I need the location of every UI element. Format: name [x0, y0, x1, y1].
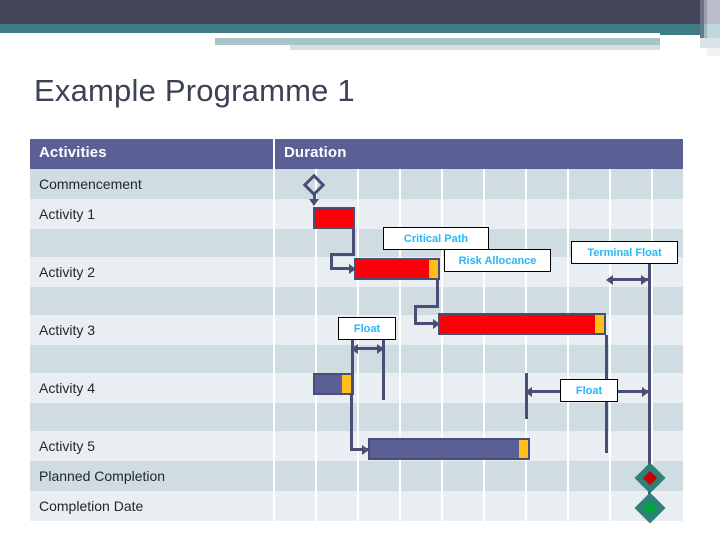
- header-right-stripe-2: [704, 0, 707, 26]
- header-teal-bar: [0, 24, 700, 35]
- connector-a1-a2-h2: [330, 267, 352, 270]
- connector-a4-a5-arrow-icon: [362, 445, 369, 455]
- table-row: [30, 199, 683, 229]
- page-title: Example Programme 1: [34, 73, 355, 108]
- float-a-right-mark: [382, 322, 385, 400]
- header-accent-white-3: [20, 38, 215, 45]
- header-right-stripe-6: [707, 24, 720, 38]
- header-right-stripe-4: [700, 24, 704, 38]
- callout-float-a[interactable]: Float: [338, 317, 396, 340]
- chart-gridline: [315, 169, 317, 524]
- column-header-activities: Activities: [30, 139, 273, 169]
- terminal-float-arrow-right-icon: [641, 275, 648, 285]
- connector-a1-a2-v1: [352, 229, 355, 256]
- bar-activity-5[interactable]: [368, 438, 530, 460]
- callout-terminal-float[interactable]: Terminal Float: [571, 241, 678, 264]
- terminal-float-right-mark: [648, 247, 651, 497]
- activity-label: Activity 2: [39, 264, 96, 280]
- column-header-duration-label: Duration: [284, 144, 347, 161]
- header-right-stripe-8: [707, 48, 720, 56]
- header-right-stripe-5: [704, 24, 707, 38]
- table-row: [30, 169, 683, 199]
- activity-label: Activity 5: [39, 438, 96, 454]
- bar-activity-5-float-tip: [519, 440, 528, 458]
- connector-a4-a5-v: [350, 395, 353, 451]
- float-a-left-mark: [351, 322, 354, 395]
- header-accent-white-4: [20, 45, 290, 50]
- chart-gridline: [609, 169, 611, 524]
- table-row: [30, 431, 683, 461]
- connector-a2-a3-arrow-icon: [433, 319, 440, 329]
- header-accent-teal-2: [215, 38, 660, 45]
- float-b-arrow-left-icon: [525, 387, 532, 397]
- activity-label: Activity 1: [39, 206, 96, 222]
- bar-activity-1[interactable]: [313, 207, 355, 229]
- chart-gridline: [525, 169, 527, 524]
- header-right-stripe-3: [707, 0, 720, 26]
- milestone-planned-completion-core: [642, 470, 658, 486]
- callout-critical-path[interactable]: Critical Path: [383, 227, 489, 250]
- header-right-stripe-1: [700, 0, 704, 30]
- connector-a1-a2-arrow-icon: [349, 264, 356, 274]
- activity-label: Activity 3: [39, 322, 96, 338]
- activity-label: Planned Completion: [39, 468, 166, 484]
- bar-activity-4[interactable]: [313, 373, 353, 395]
- header-accent-teal-5: [290, 45, 660, 50]
- table-row: [30, 403, 683, 431]
- terminal-float-arrow-line: [608, 278, 648, 281]
- header-accent-white-1: [215, 33, 660, 38]
- milestone-completion-date-core: [642, 500, 658, 516]
- float-b-arrow-right-icon: [642, 387, 649, 397]
- chart-gridline: [273, 169, 275, 524]
- connector-a1-a2-v2: [330, 253, 333, 270]
- activity-label: Completion Date: [39, 498, 144, 514]
- header-dark-bar: [0, 0, 700, 24]
- connector-a4-a5-h: [350, 448, 370, 451]
- float-a-arrow-left-icon: [351, 344, 358, 354]
- connector-a2-a3-v1: [436, 280, 439, 308]
- terminal-float-arrow-left-icon: [606, 275, 613, 285]
- column-header-activities-label: Activities: [39, 144, 107, 161]
- table-row: [30, 491, 683, 521]
- chart-gridline: [399, 169, 401, 524]
- column-header-duration: Duration: [275, 139, 683, 169]
- float-a-arrow-right-icon: [377, 344, 384, 354]
- connector-a2-a3-v2: [414, 305, 417, 325]
- table-row: [30, 287, 683, 315]
- chart-gridline: [567, 169, 569, 524]
- header-right-stripe-7: [700, 38, 720, 48]
- bar-activity-2-float-tip: [429, 260, 438, 278]
- chart-gridline: [483, 169, 485, 524]
- header-accent-white-2: [0, 33, 215, 37]
- connector-commencement-v: [313, 193, 316, 201]
- connector-a1-a2-h: [330, 253, 355, 256]
- chart-gridline: [441, 169, 443, 524]
- connector-commencement-arrow-icon: [309, 199, 319, 206]
- bar-activity-3[interactable]: [438, 313, 606, 335]
- activity-label: Activity 4: [39, 380, 96, 396]
- chart-gridline: [357, 169, 359, 524]
- bar-activity-3-float-tip: [595, 315, 604, 333]
- activity-label: Commencement: [39, 176, 142, 192]
- callout-float-b[interactable]: Float: [560, 379, 618, 402]
- bar-activity-2[interactable]: [354, 258, 440, 280]
- slide-header-decoration: [0, 0, 720, 62]
- connector-a2-a3-h2: [414, 322, 436, 325]
- table-row: [30, 461, 683, 491]
- callout-risk-allocance[interactable]: Risk Allocance: [444, 249, 551, 272]
- bar-activity-4-float-tip: [342, 375, 351, 393]
- chart-gridline: [651, 169, 653, 524]
- connector-a2-a3-h: [414, 305, 439, 308]
- float-a-arrow-line: [353, 347, 383, 350]
